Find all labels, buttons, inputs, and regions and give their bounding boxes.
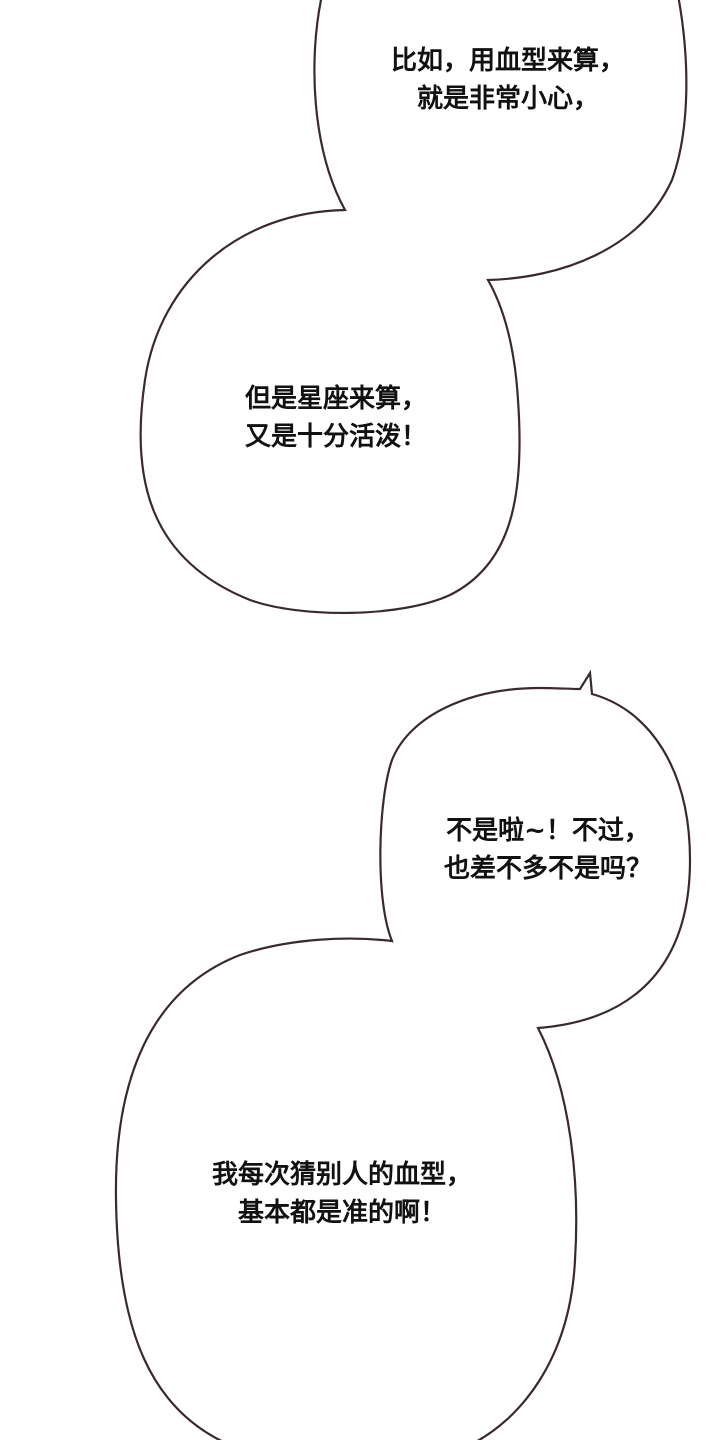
speech-bubble-pair-1-outline (139, 0, 688, 615)
dialogue-line: 也差不多不是吗？ (443, 854, 653, 884)
dialogue-line: 又是十分活泼！ (244, 422, 428, 452)
dialogue-line: 我每次猜别人的血型， (211, 1160, 473, 1190)
speech-bubble-pair-2-outline (114, 669, 692, 1440)
speech-bubble-1-text: 比如，用血型来算， 就是非常小心， (391, 42, 625, 118)
speech-bubble-3-text: 不是啦~！不过， 也差不多不是吗？ (444, 812, 652, 888)
dialogue-line: 不是啦~！不过， (446, 816, 650, 846)
dialogue-line: 比如，用血型来算， (390, 46, 626, 76)
speech-bubble-4-text: 我每次猜别人的血型， 基本都是准的啊！ (212, 1156, 472, 1232)
dialogue-line: 但是星座来算， (244, 384, 428, 414)
dialogue-line: 基本都是准的啊！ (237, 1198, 447, 1228)
speech-bubble-2-text: 但是星座来算， 又是十分活泼！ (245, 380, 427, 456)
dialogue-line: 就是非常小心， (416, 84, 600, 114)
